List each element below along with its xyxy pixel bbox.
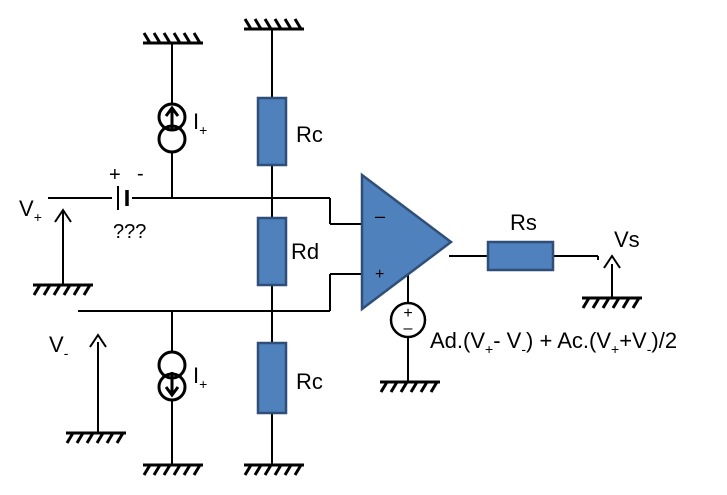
vplus-arrow-icon bbox=[54, 208, 72, 223]
opamp-triangle bbox=[360, 172, 454, 312]
i-top-label: I+ bbox=[193, 109, 207, 138]
ground-symbol-source bbox=[379, 380, 440, 393]
ground-symbol-top-center bbox=[243, 18, 304, 31]
ground-symbol-top-left bbox=[142, 32, 203, 45]
vminus-label: V- bbox=[49, 332, 69, 361]
rc-top-label: Rc bbox=[296, 122, 323, 147]
vs-arrow-icon bbox=[603, 254, 621, 269]
vs-label: Vs bbox=[614, 227, 640, 252]
i-bottom-label: I+ bbox=[193, 363, 207, 392]
rd-label: Rd bbox=[291, 239, 319, 264]
rs-label: Rs bbox=[510, 210, 537, 235]
resistor-rs bbox=[486, 240, 555, 272]
output-formula: Ad.(V+- V-) + Ac.(V++V-)/2 bbox=[430, 328, 677, 357]
opamp-inverting-sign: – bbox=[375, 206, 385, 226]
ground-symbol-bottom-left bbox=[142, 463, 203, 476]
ground-symbol-vplus bbox=[32, 283, 93, 296]
battery-icon bbox=[117, 186, 129, 210]
current-source-top-icon bbox=[157, 102, 187, 154]
resistor-rd bbox=[256, 216, 288, 287]
ground-symbol-output bbox=[581, 296, 642, 309]
source-plus-sign: + bbox=[403, 305, 412, 322]
resistor-rc-top bbox=[256, 96, 288, 167]
current-source-bottom-icon bbox=[157, 350, 187, 402]
ground-symbol-vminus bbox=[65, 431, 126, 444]
resistor-rc-bottom bbox=[256, 341, 288, 415]
vplus-label: V+ bbox=[19, 196, 42, 225]
source-minus-sign: – bbox=[404, 320, 413, 337]
rc-bottom-label: Rc bbox=[296, 369, 323, 394]
opamp-noninverting-sign: + bbox=[375, 266, 384, 283]
vminus-arrow-icon bbox=[89, 333, 107, 348]
ground-symbol-bottom-center bbox=[243, 463, 304, 476]
controlled-voltage-source-icon bbox=[389, 301, 427, 339]
battery-minus-label: - bbox=[137, 163, 144, 185]
battery-plus-label: + bbox=[109, 164, 121, 186]
wires bbox=[48, 29, 613, 465]
battery-unknown-label: ??? bbox=[113, 221, 146, 243]
